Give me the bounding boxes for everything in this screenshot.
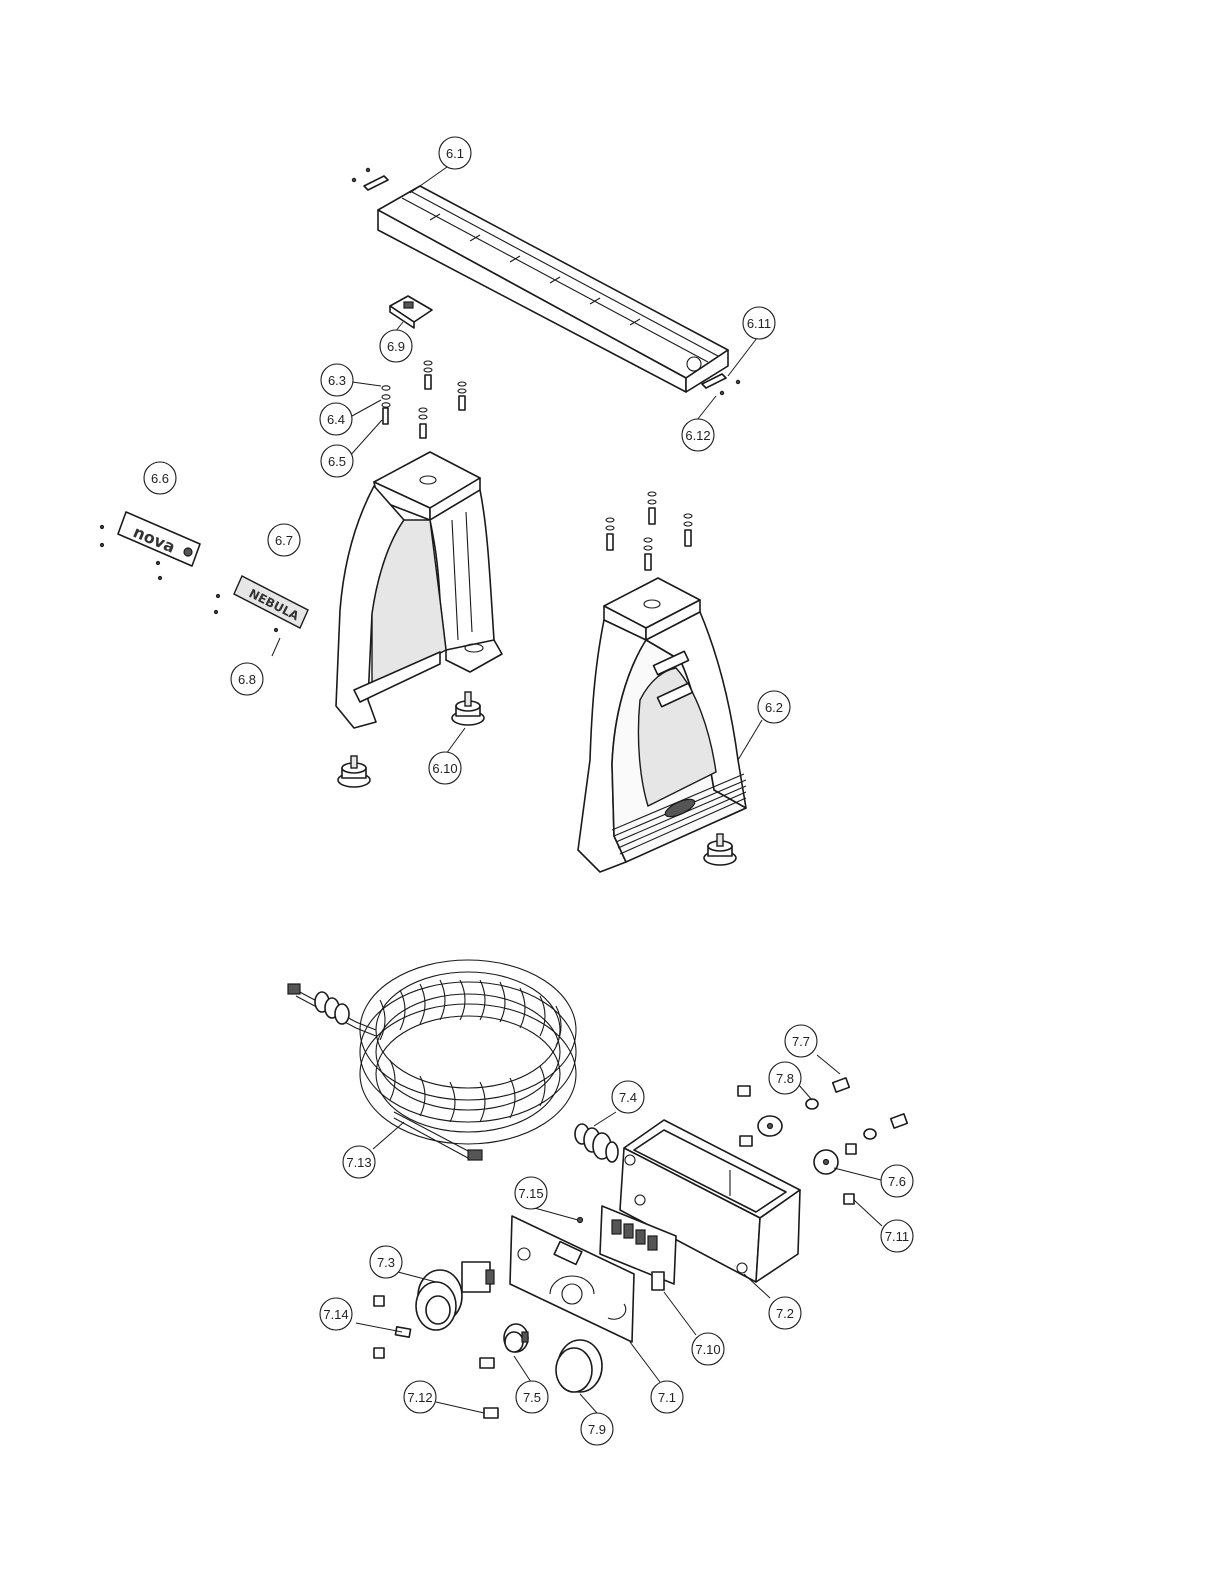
callout-6-5: 6.5 (321, 445, 353, 477)
tool-rest-clamp (390, 296, 432, 328)
svg-text:6.9: 6.9 (387, 339, 405, 354)
svg-text:6.5: 6.5 (328, 454, 346, 469)
stand-assembly: nova NEBULA (101, 168, 747, 872)
svg-text:7.4: 7.4 (619, 1090, 637, 1105)
svg-text:7.8: 7.8 (776, 1071, 794, 1086)
right-leg-bolts (606, 492, 692, 570)
callout-7-1: 7.1 (651, 1381, 683, 1413)
svg-text:6.4: 6.4 (327, 412, 345, 427)
svg-text:7.2: 7.2 (776, 1306, 794, 1321)
emergency-stop-switch (416, 1262, 494, 1330)
leveling-foot-left (338, 756, 370, 787)
cable-gland (575, 1124, 618, 1162)
start-button-switch (504, 1324, 528, 1352)
svg-text:7.9: 7.9 (588, 1422, 606, 1437)
svg-text:7.6: 7.6 (888, 1174, 906, 1189)
callout-7-6: 7.6 (881, 1165, 913, 1197)
callout-6-10: 6.10 (429, 752, 461, 784)
coiled-power-cable (288, 960, 576, 1160)
svg-text:6.8: 6.8 (238, 672, 256, 687)
left-leg-bolts (382, 361, 466, 438)
callout-7-12: 7.12 (404, 1381, 436, 1413)
nebula-badge: NEBULA (215, 576, 309, 632)
callout-6-11: 6.11 (743, 307, 775, 339)
svg-text:6.12: 6.12 (685, 428, 710, 443)
callout-6-3: 6.3 (321, 364, 353, 396)
callout-7-13: 7.13 (343, 1146, 375, 1178)
right-stand-leg (578, 578, 746, 872)
control-box-assembly (288, 960, 907, 1418)
svg-text:7.3: 7.3 (377, 1255, 395, 1270)
svg-text:6.2: 6.2 (765, 700, 783, 715)
svg-text:7.14: 7.14 (323, 1307, 348, 1322)
nova-badge: nova (101, 512, 201, 580)
callout-6-12: 6.12 (682, 419, 714, 451)
callout-6-4: 6.4 (320, 403, 352, 435)
svg-text:6.1: 6.1 (446, 146, 464, 161)
callout-6-9: 6.9 (380, 330, 412, 362)
callout-7-2: 7.2 (769, 1297, 801, 1329)
callout-7-14: 7.14 (320, 1298, 352, 1330)
svg-text:7.11: 7.11 (885, 1229, 909, 1244)
callout-7-7: 7.7 (785, 1025, 817, 1057)
leveling-foot-far (704, 834, 736, 865)
svg-text:7.7: 7.7 (792, 1034, 810, 1049)
svg-text:7.10: 7.10 (695, 1342, 720, 1357)
svg-text:7.15: 7.15 (518, 1186, 543, 1201)
callout-6-1: 6.1 (439, 137, 471, 169)
callout-6-8: 6.8 (231, 663, 263, 695)
callout-7-4: 7.4 (612, 1081, 644, 1113)
left-stand-leg (336, 452, 502, 728)
svg-text:7.5: 7.5 (523, 1390, 541, 1405)
svg-text:6.3: 6.3 (328, 373, 346, 388)
leveling-foot-right (452, 692, 484, 725)
callout-7-10: 7.10 (692, 1333, 724, 1365)
callout-7-8: 7.8 (769, 1062, 801, 1094)
svg-text:7.1: 7.1 (658, 1390, 676, 1405)
svg-text:7.12: 7.12 (407, 1390, 432, 1405)
callout-6-7: 6.7 (268, 524, 300, 556)
callout-6-2: 6.2 (758, 691, 790, 723)
svg-text:6.6: 6.6 (151, 471, 169, 486)
callout-6-6: 6.6 (144, 462, 176, 494)
callout-7-11: 7.11 (881, 1220, 913, 1252)
svg-text:6.11: 6.11 (747, 316, 771, 331)
svg-text:6.10: 6.10 (432, 761, 457, 776)
svg-text:7.13: 7.13 (346, 1155, 371, 1170)
svg-text:6.7: 6.7 (275, 533, 293, 548)
rail-end-cap-left (352, 168, 388, 190)
callout-7-9: 7.9 (581, 1413, 613, 1445)
callout-7-3: 7.3 (370, 1246, 402, 1278)
callout-7-15: 7.15 (515, 1177, 547, 1209)
callout-7-5: 7.5 (516, 1381, 548, 1413)
speed-control-knob (556, 1340, 602, 1392)
